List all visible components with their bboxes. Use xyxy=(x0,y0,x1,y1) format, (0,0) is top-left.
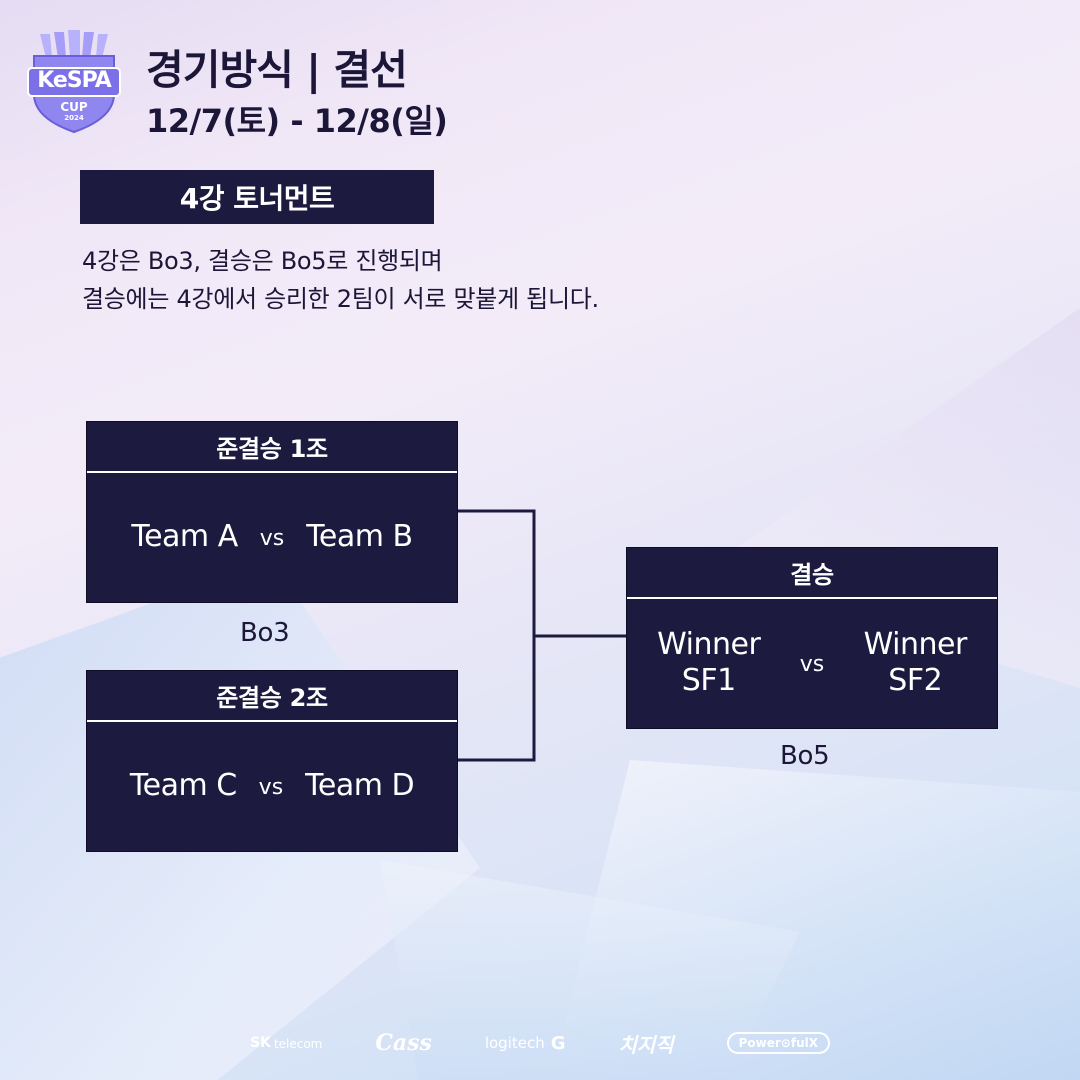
sk-text: SK xyxy=(250,1035,271,1051)
description-line: 4강은 Bo3, 결승은 Bo5로 진행되며 xyxy=(82,247,443,275)
team-name: Team A xyxy=(131,519,238,554)
winner-label: Winner xyxy=(863,626,968,662)
team-name: Team C xyxy=(129,768,237,803)
page-title: 경기방식 | 결선 xyxy=(146,46,408,94)
logo-cup-text: CUP xyxy=(60,100,88,114)
description: 4강은 Bo3, 결승은 Bo5로 진행되며 결승에는 4강에서 승리한 2팀이… xyxy=(82,242,599,318)
logo-year-text: 2024 xyxy=(64,114,84,122)
final-format: Bo5 xyxy=(780,741,830,771)
semifinal-2-title: 준결승 2조 xyxy=(87,671,457,722)
final-card: 결승 Winner SF1 vs Winner SF2 xyxy=(626,547,998,729)
final-team-left: Winner SF1 xyxy=(644,627,774,699)
vs-label: vs xyxy=(799,652,825,677)
telecom-text: telecom xyxy=(273,1037,323,1051)
semifinal-1-matchup: Team A vs Team B xyxy=(87,473,457,600)
powerful-x-logo: Power⊙fulX xyxy=(726,1032,830,1054)
logitech-text: logitech xyxy=(484,1034,545,1052)
semifinal-1-title: 준결승 1조 xyxy=(87,422,457,473)
team-name: Team D xyxy=(305,768,415,803)
logitech-g-icon: G xyxy=(550,1032,566,1054)
chzzk-logo: 치지직 xyxy=(618,1032,674,1057)
final-matchup: Winner SF1 vs Winner SF2 xyxy=(627,599,997,726)
winner-label: Winner xyxy=(657,626,761,662)
final-team-right: Winner SF2 xyxy=(850,627,980,699)
sk-telecom-logo: SK telecom xyxy=(250,1035,322,1051)
winner-source: SF1 xyxy=(681,662,736,698)
team-name: Team B xyxy=(306,519,413,554)
semifinal-1-card: 준결승 1조 Team A vs Team B xyxy=(86,421,458,603)
cass-logo: Cass xyxy=(375,1030,432,1056)
description-line: 결승에는 4강에서 승리한 2팀이 서로 맞붙게 됩니다. xyxy=(82,285,599,313)
semifinal-format: Bo3 xyxy=(240,618,290,648)
sponsor-bar: SK telecom Cass logitech G 치지직 Power⊙ful… xyxy=(250,1020,830,1066)
vs-label: vs xyxy=(258,775,284,800)
vs-label: vs xyxy=(259,526,285,551)
final-title: 결승 xyxy=(627,548,997,599)
logo-text: KeSPA xyxy=(37,68,112,93)
section-label: 4강 토너먼트 xyxy=(80,170,434,224)
semifinal-2-matchup: Team C vs Team D xyxy=(87,722,457,849)
logitech-logo: logitech G xyxy=(485,1033,566,1054)
winner-source: SF2 xyxy=(888,662,943,698)
event-date: 12/7(토) - 12/8(일) xyxy=(146,102,448,140)
semifinal-2-card: 준결승 2조 Team C vs Team D xyxy=(86,670,458,852)
kespa-cup-logo: KeSPA CUP 2024 xyxy=(26,30,122,134)
